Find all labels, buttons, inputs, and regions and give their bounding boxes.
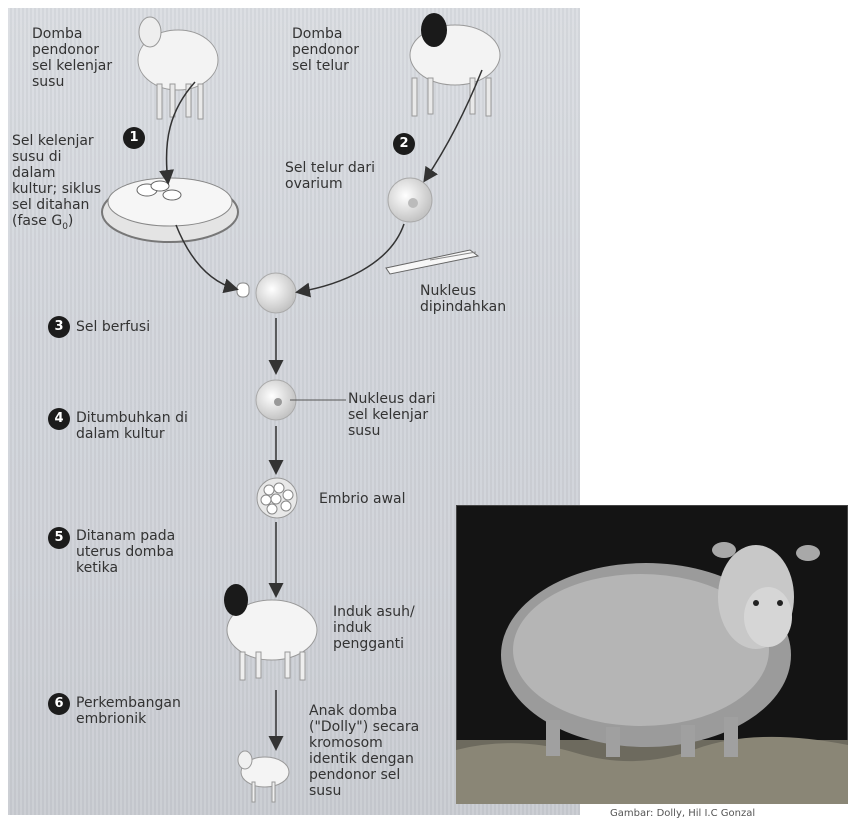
label-nucleus-from: Nukleus dari sel kelenjar susu bbox=[348, 391, 436, 439]
label-cells-culture: Sel kelenjar susu di dalam kultur; siklu… bbox=[12, 133, 101, 235]
egg-nucleus bbox=[408, 198, 418, 208]
step-badge-5: 5 bbox=[48, 527, 70, 549]
label-fused: Sel berfusi bbox=[76, 319, 150, 335]
label-grown: Ditumbuhkan di dalam kultur bbox=[76, 410, 188, 442]
label-surrogate: Induk asuh/ induk pengganti bbox=[333, 604, 415, 652]
step-badge-6: 6 bbox=[48, 693, 70, 715]
petri-dish bbox=[102, 178, 238, 242]
step-badge-4: 4 bbox=[48, 408, 70, 430]
surrogate-sheep bbox=[224, 584, 317, 680]
label-development: Perkembangan embrionik bbox=[76, 695, 181, 727]
label-implanted: Ditanam pada uterus domba ketika bbox=[76, 528, 175, 576]
mammary-cell bbox=[237, 283, 249, 297]
dolly-photo-drawing bbox=[456, 505, 848, 804]
lamb-dolly bbox=[238, 751, 289, 802]
donor-mammary-sheep bbox=[138, 17, 218, 119]
enucleated-egg bbox=[256, 273, 296, 313]
dolly-photo bbox=[456, 505, 848, 804]
early-embryo bbox=[257, 478, 297, 518]
step-badge-1: 1 bbox=[123, 127, 145, 149]
label-nucleus-removed: Nukleus dipindahkan bbox=[420, 283, 506, 315]
photo-caption: Gambar: Dolly, Hil I.C Gonzal bbox=[610, 808, 755, 819]
micropipette bbox=[386, 250, 478, 274]
label-cells-culture-text: Sel kelenjar susu di dalam kultur; siklu… bbox=[12, 133, 101, 229]
label-cells-culture-end: ) bbox=[68, 213, 73, 229]
label-egg-from-ovary: Sel telur dari ovarium bbox=[285, 160, 375, 192]
label-donor-egg: Domba pendonor sel telur bbox=[292, 26, 359, 74]
step-badge-2: 2 bbox=[393, 133, 415, 155]
label-lamb: Anak domba ("Dolly") secara kromosom ide… bbox=[309, 703, 419, 799]
label-donor-mammary: Domba pendonor sel kelenjar susu bbox=[32, 26, 112, 90]
label-early-embryo: Embrio awal bbox=[319, 491, 406, 507]
step-badge-3: 3 bbox=[48, 316, 70, 338]
donor-egg-sheep bbox=[410, 13, 500, 116]
transferred-nucleus bbox=[274, 398, 282, 406]
